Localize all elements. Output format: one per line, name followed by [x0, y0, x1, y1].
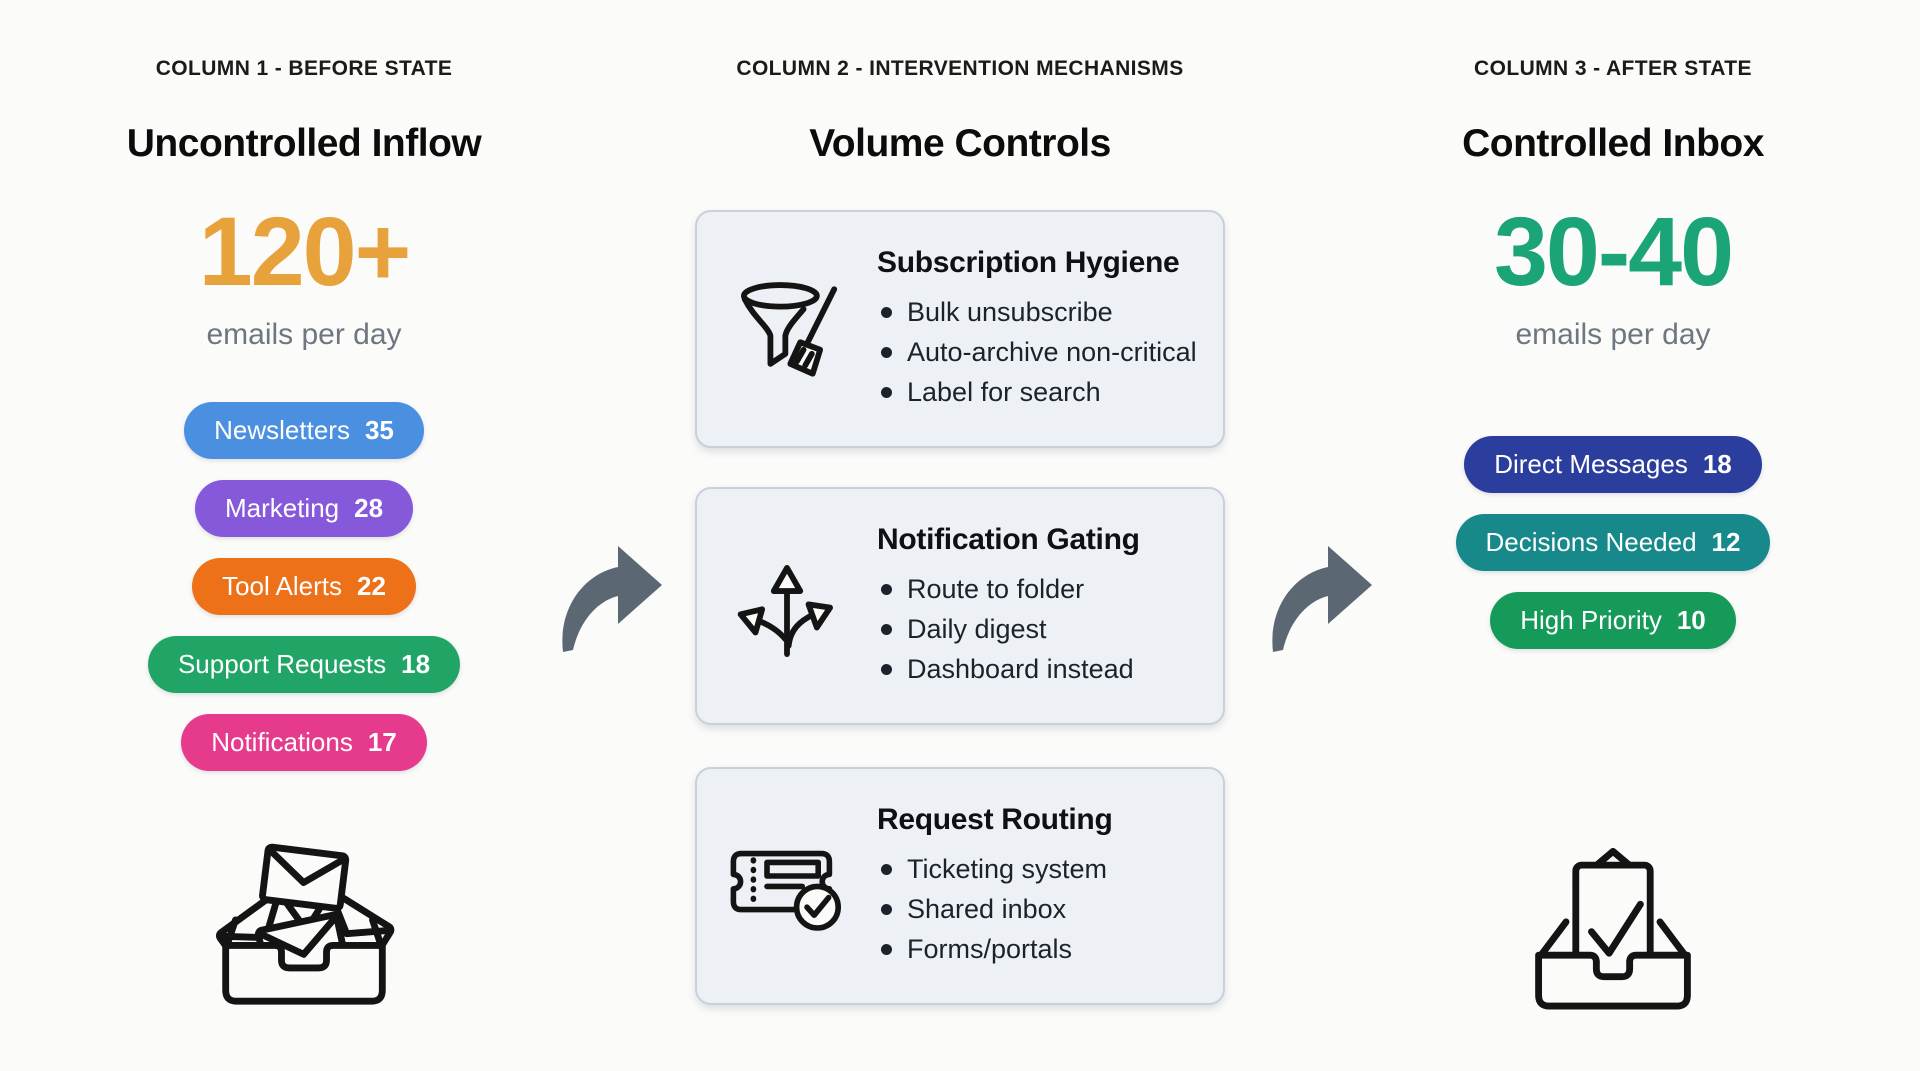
after-metric-value: 30-40 [1493, 197, 1734, 306]
pill-count: 18 [1702, 449, 1732, 479]
pill-label: Decisions Needed [1485, 527, 1697, 557]
card-bullet: Route to folder [877, 569, 1199, 609]
pill-label: Direct Messages [1494, 449, 1688, 479]
card-bullet: Auto-archive non-critical [877, 332, 1199, 372]
card-bullet: Daily digest [877, 609, 1199, 649]
card-bullet: Label for search [877, 372, 1199, 412]
pill-marketing: Marketing 28 [194, 480, 414, 537]
pill-tool-alerts: Tool Alerts 22 [192, 558, 416, 615]
pill-count: 18 [401, 649, 431, 679]
pill-label: Support Requests [177, 649, 387, 679]
pill-count: 12 [1711, 527, 1741, 557]
card-subscription-hygiene: Subscription Hygiene Bulk unsubscribe Au… [695, 210, 1225, 448]
card-bullet-list: Ticketing system Shared inbox Forms/port… [877, 849, 1199, 969]
inbox-check-icon [1373, 824, 1853, 1010]
interventions-title: Volume Controls [809, 122, 1111, 165]
before-title: Uncontrolled Inflow [126, 122, 482, 165]
funnel-broom-icon [725, 271, 849, 387]
card-notification-gating: Notification Gating Route to folder Dail… [695, 487, 1225, 725]
card-bullet: Bulk unsubscribe [877, 292, 1199, 332]
pill-notifications: Notifications 17 [181, 714, 427, 771]
before-metric-value: 120+ [198, 197, 412, 306]
after-metric-label: emails per day [1515, 318, 1711, 351]
card-bullet: Ticketing system [877, 849, 1199, 889]
ticket-check-icon [725, 836, 849, 936]
column-after-state: COLUMN 3 - AFTER STATE Controlled Inbox … [1373, 0, 1853, 1071]
after-kicker: COLUMN 3 - AFTER STATE [1474, 57, 1752, 80]
pill-newsletters: Newsletters 35 [184, 402, 424, 459]
pill-count: 10 [1676, 605, 1706, 635]
pill-count: 35 [364, 415, 394, 445]
pill-count: 22 [357, 571, 386, 601]
branching-arrows-icon [725, 548, 849, 664]
flow-arrow-interventions-to-after [1272, 546, 1372, 652]
pill-label: Marketing [224, 493, 340, 523]
pill-count: 17 [367, 727, 397, 757]
card-request-routing: Request Routing Ticketing system Shared … [695, 767, 1225, 1005]
after-pill-stack: Direct Messages 18 Decisions Needed 12 H… [1373, 436, 1853, 649]
card-bullet-list: Bulk unsubscribe Auto-archive non-critic… [877, 292, 1199, 412]
overflowing-inbox-icon [64, 824, 544, 1010]
pill-label: High Priority [1520, 605, 1662, 635]
after-title: Controlled Inbox [1462, 122, 1764, 165]
card-title: Subscription Hygiene [877, 246, 1180, 279]
flow-arrow-before-to-interventions [562, 546, 662, 652]
interventions-kicker: COLUMN 2 - INTERVENTION MECHANISMS [736, 57, 1184, 80]
card-bullet-list: Route to folder Daily digest Dashboard i… [877, 569, 1199, 689]
pill-high-priority: High Priority 10 [1490, 592, 1736, 649]
column-intervention-mechanisms: COLUMN 2 - INTERVENTION MECHANISMS Volum… [695, 0, 1225, 1071]
pill-label: Newsletters [214, 415, 350, 445]
pill-decisions-needed: Decisions Needed 12 [1455, 514, 1771, 571]
card-bullet: Dashboard instead [877, 649, 1199, 689]
before-metric-label: emails per day [206, 318, 402, 351]
pill-label: Notifications [211, 727, 353, 757]
pill-count: 28 [354, 493, 384, 523]
pill-support-requests: Support Requests 18 [147, 636, 461, 693]
pill-label: Tool Alerts [222, 571, 343, 601]
card-title: Notification Gating [877, 523, 1140, 556]
pill-direct-messages: Direct Messages 18 [1464, 436, 1762, 493]
card-bullet: Forms/portals [877, 929, 1199, 969]
card-title: Request Routing [877, 803, 1113, 836]
before-kicker: COLUMN 1 - BEFORE STATE [155, 57, 453, 80]
column-before-state: COLUMN 1 - BEFORE STATE Uncontrolled Inf… [64, 0, 544, 1071]
card-bullet: Shared inbox [877, 889, 1199, 929]
before-pill-stack: Newsletters 35 Marketing 28 Tool Alerts … [64, 402, 544, 771]
